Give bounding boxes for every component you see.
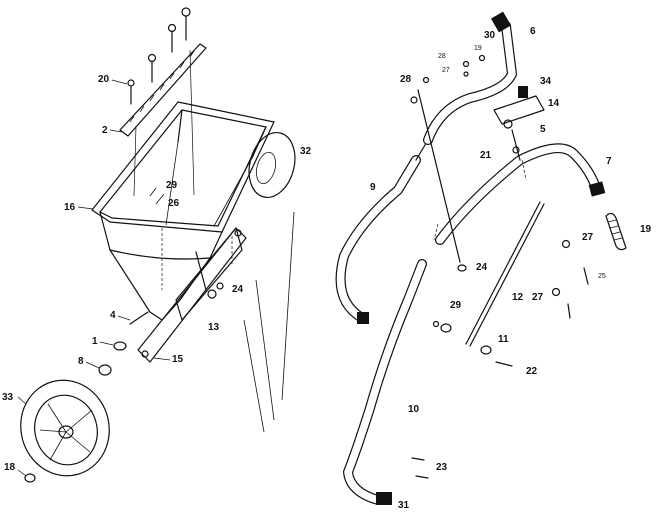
label-8: 8	[78, 356, 84, 367]
label-24: 24	[476, 262, 488, 273]
label-28a: 28	[438, 53, 446, 60]
label-21: 21	[480, 150, 492, 161]
label-4: 4	[110, 310, 116, 321]
label-10: 10	[408, 404, 420, 415]
label-27b: 27	[582, 232, 594, 243]
part-labels: 20 2 16 29 26 32 24 13 15 4 1 8 33 18 28…	[2, 26, 652, 511]
label-20: 20	[98, 74, 110, 85]
label-25: 25	[598, 273, 606, 280]
label-11: 11	[498, 334, 509, 345]
rear-wheel	[248, 132, 296, 198]
label-13: 13	[208, 322, 220, 333]
label-27c: 27	[532, 292, 544, 303]
label-34: 34	[540, 76, 552, 87]
label-15: 15	[172, 354, 184, 365]
agitator-bar	[119, 43, 207, 197]
label-32: 32	[300, 146, 312, 157]
hopper-body	[91, 101, 275, 321]
label-23: 23	[436, 462, 448, 473]
handle-assembly	[335, 11, 627, 505]
hopper-assembly	[20, 7, 296, 483]
label-16: 16	[64, 202, 76, 213]
label-12: 12	[512, 292, 524, 303]
label-31: 31	[398, 500, 410, 511]
label-24b: 24	[232, 284, 244, 295]
label-29a: 29	[166, 180, 178, 191]
label-14: 14	[548, 98, 560, 109]
label-30: 30	[484, 30, 496, 41]
label-29b: 29	[450, 300, 462, 311]
label-1: 1	[92, 336, 98, 347]
label-28b: 28	[400, 74, 412, 85]
label-18: 18	[4, 462, 16, 473]
front-wheel	[20, 379, 110, 483]
label-26: 26	[168, 198, 180, 209]
label-22: 22	[526, 366, 538, 377]
label-33: 33	[2, 392, 14, 403]
label-6: 6	[530, 26, 536, 37]
label-19b: 19	[474, 45, 482, 52]
label-2: 2	[102, 125, 108, 136]
top-screws	[127, 7, 191, 105]
axle-parts	[98, 311, 149, 376]
label-7: 7	[606, 156, 612, 167]
label-9: 9	[370, 182, 376, 193]
label-5: 5	[540, 124, 546, 135]
label-27a: 27	[442, 67, 450, 74]
label-19: 19	[640, 224, 652, 235]
frame-bracket	[137, 227, 247, 363]
